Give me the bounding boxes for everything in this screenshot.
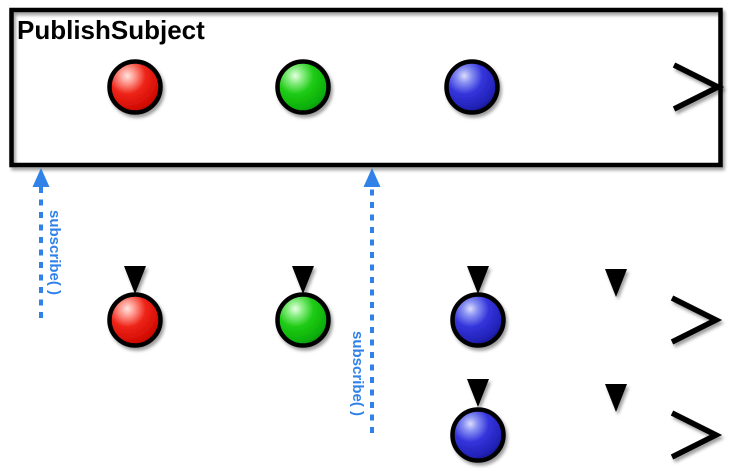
- emission-arrow-blue-2-head-icon: [467, 379, 489, 407]
- emission-arrow-red-head-icon: [124, 266, 146, 294]
- source-timeline-arrowhead-icon: [672, 62, 725, 112]
- source-marble-blue: [444, 59, 500, 115]
- emission-arrow-blue-head-icon: [467, 266, 489, 294]
- subscriber-2-timeline-arrowhead-icon: [670, 410, 723, 460]
- emission-arrow-green-head-icon: [292, 266, 314, 294]
- emission-arrow-complete-head-icon: [605, 269, 627, 297]
- subscribe-arrow-1-label: subscribe( ): [46, 210, 63, 295]
- subscriber-2-marble-blue: [450, 407, 506, 463]
- subscriber-1-marble-green: [275, 292, 331, 348]
- emission-arrow-complete-2-head-icon: [605, 384, 627, 412]
- subscriber-1-timeline-arrowhead-icon: [670, 295, 723, 345]
- source-marble-red: [107, 59, 163, 115]
- subscribe-arrow-2-label: subscribe( ): [349, 331, 366, 416]
- subscribe-arrow-1-head-icon: [32, 168, 50, 187]
- subscribe-arrow-2-head-icon: [363, 168, 381, 187]
- source-marble-green: [275, 59, 331, 115]
- subscriber-1-marble-blue: [450, 292, 506, 348]
- publish-subject-title: PublishSubject: [17, 15, 205, 45]
- subscriber-1-marble-red: [107, 292, 163, 348]
